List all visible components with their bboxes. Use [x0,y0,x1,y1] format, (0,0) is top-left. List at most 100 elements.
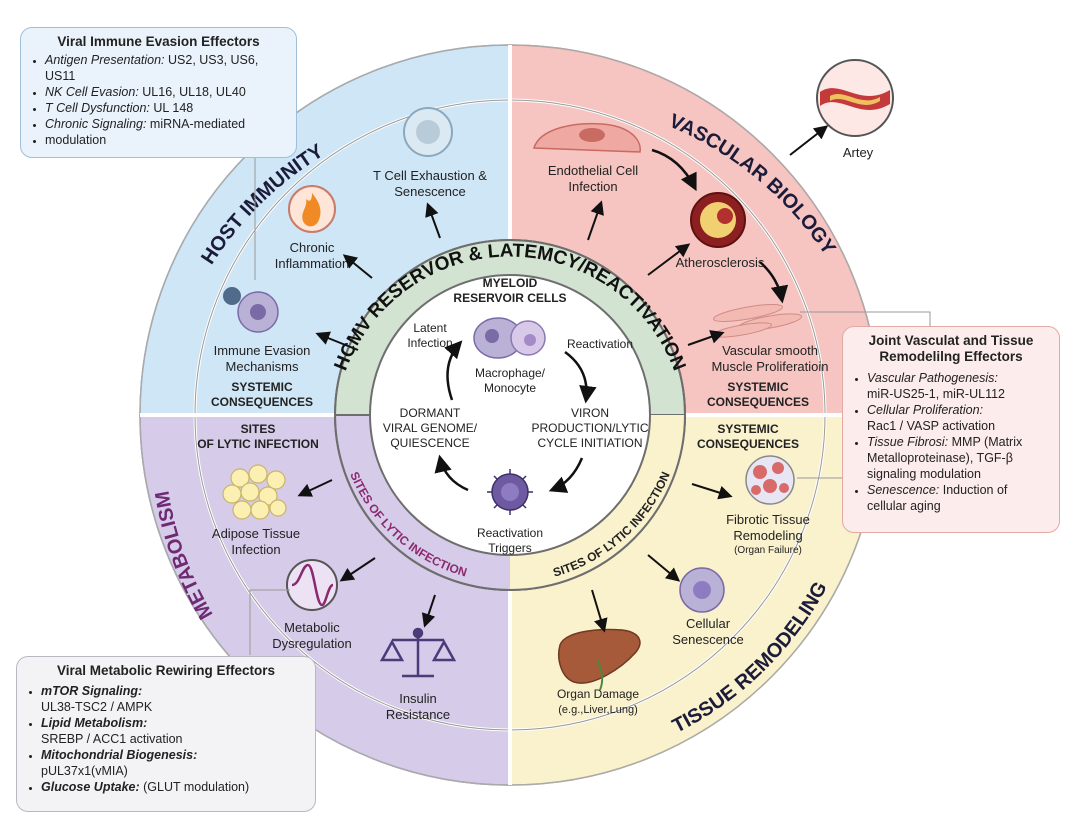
vascular-item-pathogenesis: Vascular Pathogenesis:miR-US25-1, miR-UL… [867,370,1049,402]
athero-label: Atherosclerosis [676,255,765,270]
vascular-box-list: Vascular Pathogenesis:miR-US25-1, miR-UL… [853,370,1049,514]
connector-metabolic-box [249,589,290,655]
vasc-systemic-1: SYSTEMIC [727,380,789,394]
host-systemic-1: SYSTEMIC [231,380,293,394]
metabolic-item-glucose: Glucose Uptake: (GLUT modulation) [41,779,305,795]
meta-sites-1: SITES [241,422,276,436]
vascular-box-title-1: Joint Vasculat and Tissue [868,333,1034,348]
cycle-arrow-lytic [548,457,584,493]
organ-label-1: Organ Damage [557,687,639,701]
triggers-label-1: Reactivation [477,526,543,540]
center-core [369,274,651,556]
meta-sites-2: OF LYTIC INFECTION [197,437,319,451]
arrow-to-tcell [425,202,441,239]
cycle-arrow-reactivation [564,350,597,404]
smooth-muscle-icon [711,304,803,338]
scale-icon [379,627,457,678]
metabolic-item-lipid: Lipid Metabolism:SREBP / ACC1 activation [41,715,305,747]
artery-label: Artey [843,145,874,160]
myeloid-label-1: MYELOID [483,276,538,290]
virus-icon [487,469,533,515]
insulin-label-1: Insulin [399,691,437,706]
immune-item-chronic: Chronic Signaling: miRNA-mediated [45,116,286,132]
immune-cell-icon [223,287,279,333]
vascular-tissue-effectors-box: Joint Vasculat and Tissue Remodelilng Ef… [842,326,1060,533]
evasion-label-2: Mechanisms [226,359,299,374]
metabolic-item-mito: Mitochondrial Biogenesis:pUL37x1(vMIA) [41,747,305,779]
metabolic-label-2: Dysregulation [272,636,352,651]
dormant-label-3: QUIESCENCE [390,436,469,450]
arrow-to-fibrotic [691,483,733,500]
cycle-arrow-latent [444,340,463,401]
metabolic-box-list: mTOR Signaling:UL38-TSC2 / AMPK Lipid Me… [27,683,305,795]
triggers-label-2: Triggers [488,541,532,555]
adipose-label-2: Infection [231,542,280,557]
vascular-item-senescence: Senescence: Induction of cellular aging [867,482,1049,514]
metabolic-item-mtor: mTOR Signaling:UL38-TSC2 / AMPK [41,683,305,715]
senescence-label-1: Cellular [686,616,731,631]
immune-box-title: Viral Immune Evasion Effectors [57,34,260,49]
insulin-label-2: Resistance [386,707,450,722]
vascular-item-fibrosis: Tissue Fibrosi: MMP (Matrix Metalloprote… [867,434,1049,482]
viron-label-2: PRODUCTION/LYTIC [531,421,648,435]
endo-label-1: Endothelial Cell [548,163,638,178]
latent-label-2: Infection [407,336,452,350]
dormant-label-1: DORMANT [400,406,461,420]
arrow-to-chronic [342,254,373,279]
tcell-label-1: T Cell Exhaustion & [373,168,487,183]
viron-label-1: VIRON [571,406,609,420]
metabolic-box-title: Viral Metabolic Rewiring Effectors [56,663,276,678]
arrow-to-organ [591,589,608,633]
arrow-athero-smooth [759,261,789,304]
endothelial-cell-icon [533,122,641,153]
adipose-label-1: Adipose Tissue [212,526,300,541]
macrophage-label-2: Monocyte [484,381,536,395]
vascular-box-title-2: Remodelilng Effectors [879,349,1023,364]
artery-icon [816,59,894,137]
immune-evasion-effectors-box: Viral Immune Evasion Effectors Antigen P… [20,27,297,158]
adipose-icon [222,464,287,520]
immune-box-list: Antigen Presentation: US2, US3, US6, US1… [31,52,286,148]
tissue-systemic-1: SYSTEMIC [717,422,779,436]
arrow-to-artery [789,125,829,156]
arrow-to-evasion [315,331,359,351]
vascular-item-proliferation: Cellular Proliferation:Rac1 / VASP activ… [867,402,1049,434]
vasc-systemic-2: CONSEQUENCES [707,395,809,409]
arrow-to-senescence [647,554,681,582]
reactivation-label: Reactivation [567,337,633,351]
chronic-label-2: Inflammation [275,256,349,271]
tissue-systemic-2: CONSEQUENCES [697,437,799,451]
myeloid-label-2: RESERVOIR CELLS [453,291,566,305]
immune-item-modulation: modulation [45,132,286,148]
fibrotic-label-2: Remodeling [733,528,802,543]
immune-item-nk: NK Cell Evasion: UL16, UL18, UL40 [45,84,286,100]
organ-label-2: (e.g.,Liver,Lung) [558,704,638,716]
macrophage-label-1: Macrophage/ [475,366,546,380]
chronic-label-1: Chronic [290,240,335,255]
macrophage-icon [473,317,546,359]
fibrotic-label-3: (Organ Failure) [734,545,802,556]
viron-label-3: CYCLE INITIATION [537,436,642,450]
arrow-to-insulin [421,594,436,628]
arrow-to-smooth [687,330,725,346]
atherosclerosis-icon [690,192,746,248]
immune-item-antigen: Antigen Presentation: US2, US3, US6, US1… [45,52,286,84]
arrow-to-endo [587,200,604,241]
t-cell-icon [403,107,453,157]
metabolic-rewiring-effectors-box: Viral Metabolic Rewiring Effectors mTOR … [16,656,316,812]
arrow-endo-athero [651,148,697,192]
evasion-label-1: Immune Evasion [214,343,311,358]
fibrotic-label-1: Fibrotic Tissue [726,512,810,527]
arrow-to-metabolic [339,557,376,582]
immune-item-tcell: T Cell Dysfunction: UL 148 [45,100,286,116]
cycle-arrow-dormant [434,454,469,492]
dormant-label-2: VIRAL GENOME/ [383,421,478,435]
endo-label-2: Infection [568,179,617,194]
flame-icon [288,185,336,233]
host-systemic-2: CONSEQUENCES [211,395,313,409]
senescence-label-2: Senescence [672,632,744,647]
fibrotic-tissue-icon [745,455,795,505]
tcell-label-2: Senescence [394,184,466,199]
metabolic-label-1: Metabolic [284,620,340,635]
